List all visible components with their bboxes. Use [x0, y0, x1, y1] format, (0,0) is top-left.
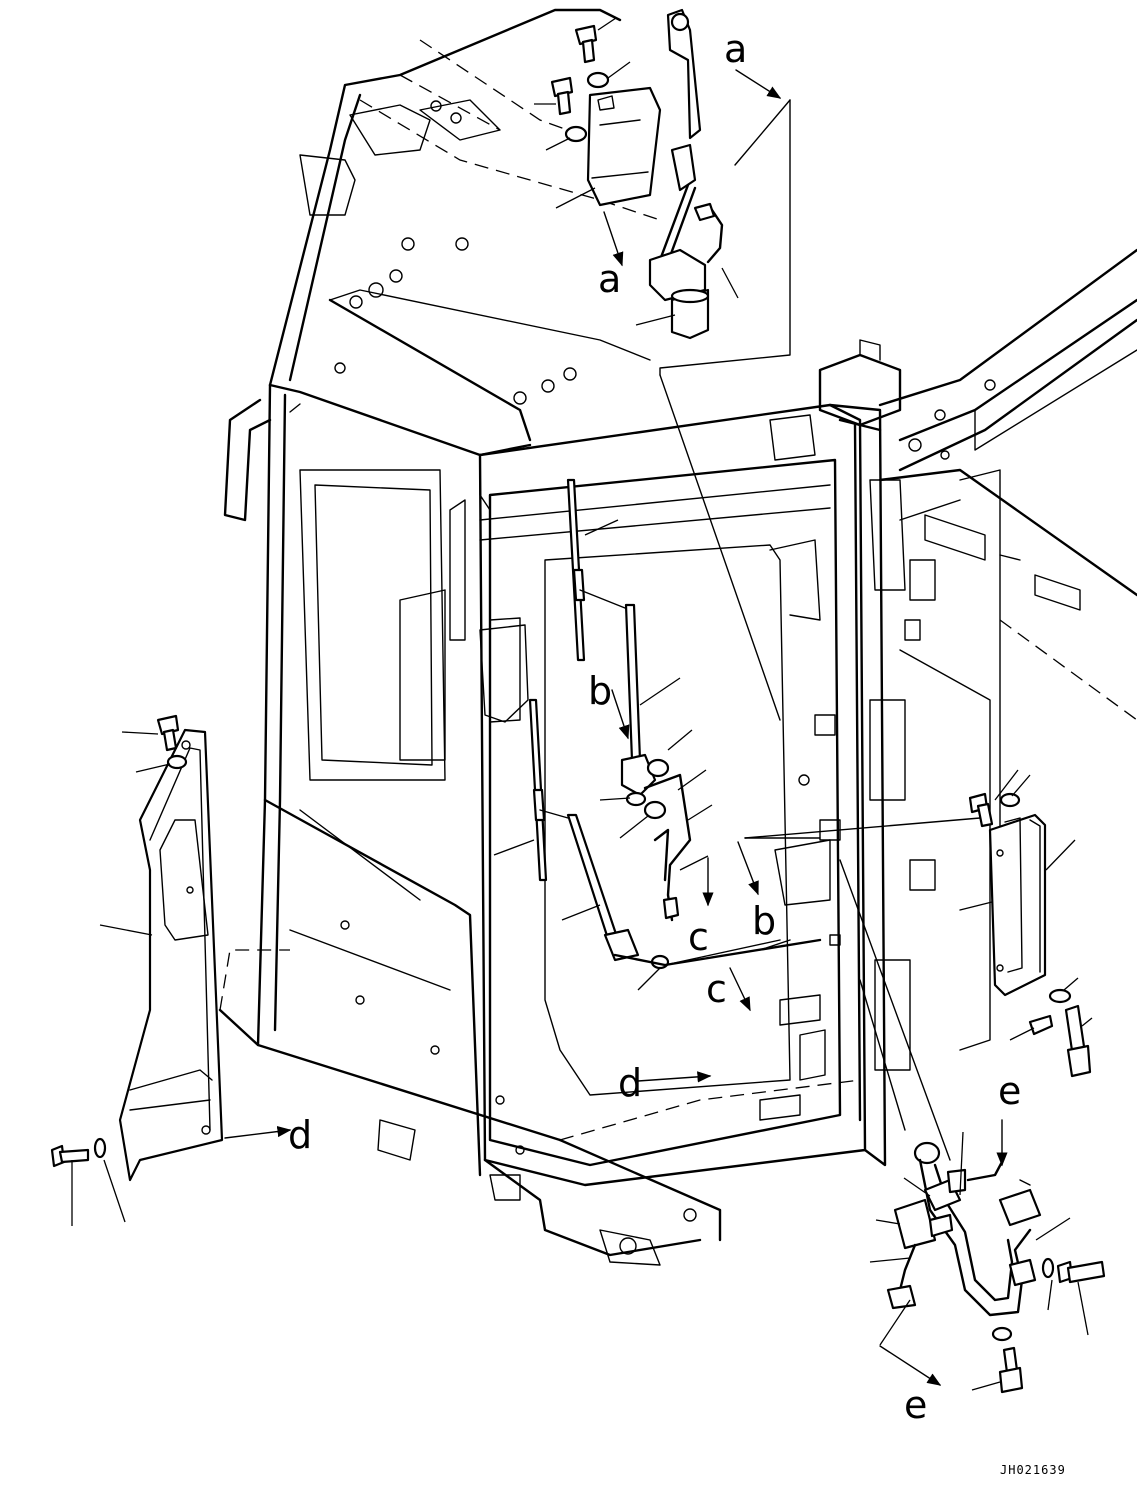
callout-arrows [224, 69, 1008, 1386]
front-wiper-assembly [493, 478, 822, 991]
rear-wiper-assembly [534, 8, 739, 340]
cab-frame [218, 8, 1137, 1266]
top-washer-1 [586, 71, 610, 89]
right-cover-panel [968, 769, 1093, 1078]
arrow-c-bottom [879, 1345, 942, 1386]
callout-c-bottom: e [904, 1383, 927, 1427]
callout-d-right: e [998, 1069, 1021, 1113]
callout-d-mid: c [688, 915, 709, 959]
callout-e-left: d [288, 1113, 312, 1157]
callout-a-top: a [598, 257, 621, 301]
callout-c-top: a [724, 27, 747, 71]
reference-lines [659, 99, 981, 1161]
top-bolt-1 [574, 24, 598, 64]
arrow-a-top [603, 211, 624, 267]
left-cover-panel [50, 714, 224, 1226]
top-washer-2 [564, 125, 588, 143]
arrow-c-top [735, 69, 782, 99]
roof-bolts [334, 100, 577, 405]
callout-a-mid: c [706, 967, 727, 1011]
callout-b-left: b [588, 669, 612, 713]
harness-assembly [869, 1131, 1106, 1394]
arrow-a-mid [729, 967, 751, 1012]
callout-letters: a a b b c c d d e e [288, 27, 1021, 1427]
arrow-e-left [224, 1125, 292, 1139]
drawing-code: JH021639 [1000, 1463, 1066, 1477]
top-bolt-2 [550, 76, 574, 116]
arrow-e-mid [637, 1071, 712, 1083]
callout-b-right: b [752, 899, 776, 943]
arrow-b-left [611, 689, 630, 740]
arrow-b-right [737, 841, 759, 896]
callout-e-mid: d [618, 1061, 642, 1105]
